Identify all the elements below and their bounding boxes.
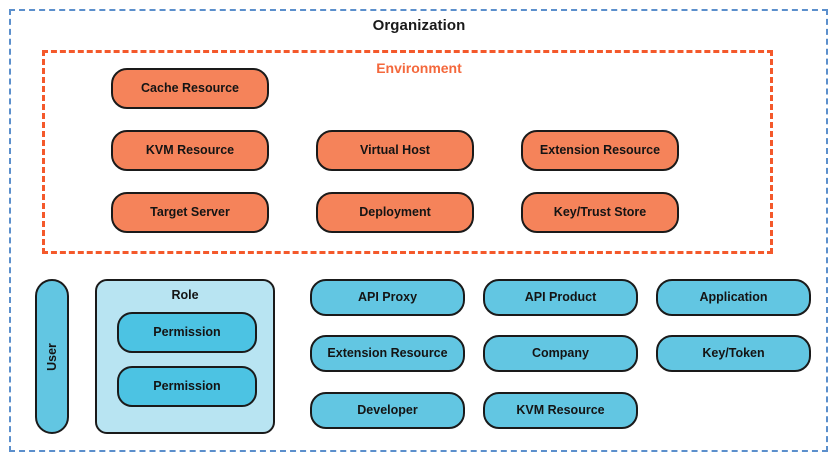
environment-node-label: Key/Trust Store <box>553 204 647 219</box>
environment-node-label: Deployment <box>359 204 431 219</box>
organization-node-7[interactable]: KVM Resource <box>483 392 638 429</box>
permission-node-0[interactable]: Permission <box>117 312 257 353</box>
environment-node-0[interactable]: Cache Resource <box>111 68 269 109</box>
environment-node-3[interactable]: Extension Resource <box>521 130 679 171</box>
role-group-label: Role <box>171 288 199 302</box>
user-node-label: User <box>44 342 59 371</box>
organization-node-2[interactable]: Application <box>656 279 811 316</box>
environment-node-6[interactable]: Key/Trust Store <box>521 192 679 233</box>
environment-node-1[interactable]: KVM Resource <box>111 130 269 171</box>
organization-node-label: Developer <box>357 402 418 417</box>
organization-node-1[interactable]: API Product <box>483 279 638 316</box>
environment-title: Environment <box>376 60 462 76</box>
organization-node-5[interactable]: Key/Token <box>656 335 811 372</box>
organization-title: Organization <box>372 17 466 34</box>
environment-node-label: Cache Resource <box>141 80 239 95</box>
environment-node-label: Target Server <box>150 204 230 219</box>
environment-node-5[interactable]: Deployment <box>316 192 474 233</box>
organization-node-0[interactable]: API Proxy <box>310 279 465 316</box>
organization-node-3[interactable]: Extension Resource <box>310 335 465 372</box>
user-node[interactable]: User <box>35 279 69 434</box>
permission-node-label: Permission <box>153 324 221 339</box>
environment-node-4[interactable]: Target Server <box>111 192 269 233</box>
organization-node-label: KVM Resource <box>516 402 605 417</box>
environment-node-2[interactable]: Virtual Host <box>316 130 474 171</box>
organization-node-label: Key/Token <box>702 345 765 360</box>
permission-node-label: Permission <box>153 378 221 393</box>
environment-container <box>42 50 773 254</box>
organization-node-label: API Product <box>524 289 597 304</box>
organization-node-label: API Proxy <box>357 289 418 304</box>
permission-node-1[interactable]: Permission <box>117 366 257 407</box>
environment-node-label: Extension Resource <box>539 142 661 157</box>
organization-node-label: Company <box>532 345 589 360</box>
organization-node-4[interactable]: Company <box>483 335 638 372</box>
organization-node-6[interactable]: Developer <box>310 392 465 429</box>
organization-container <box>9 9 828 452</box>
environment-node-label: KVM Resource <box>145 142 235 157</box>
organization-node-label: Application <box>699 289 768 304</box>
environment-node-label: Virtual Host <box>360 142 430 157</box>
organization-node-label: Extension Resource <box>327 345 448 360</box>
